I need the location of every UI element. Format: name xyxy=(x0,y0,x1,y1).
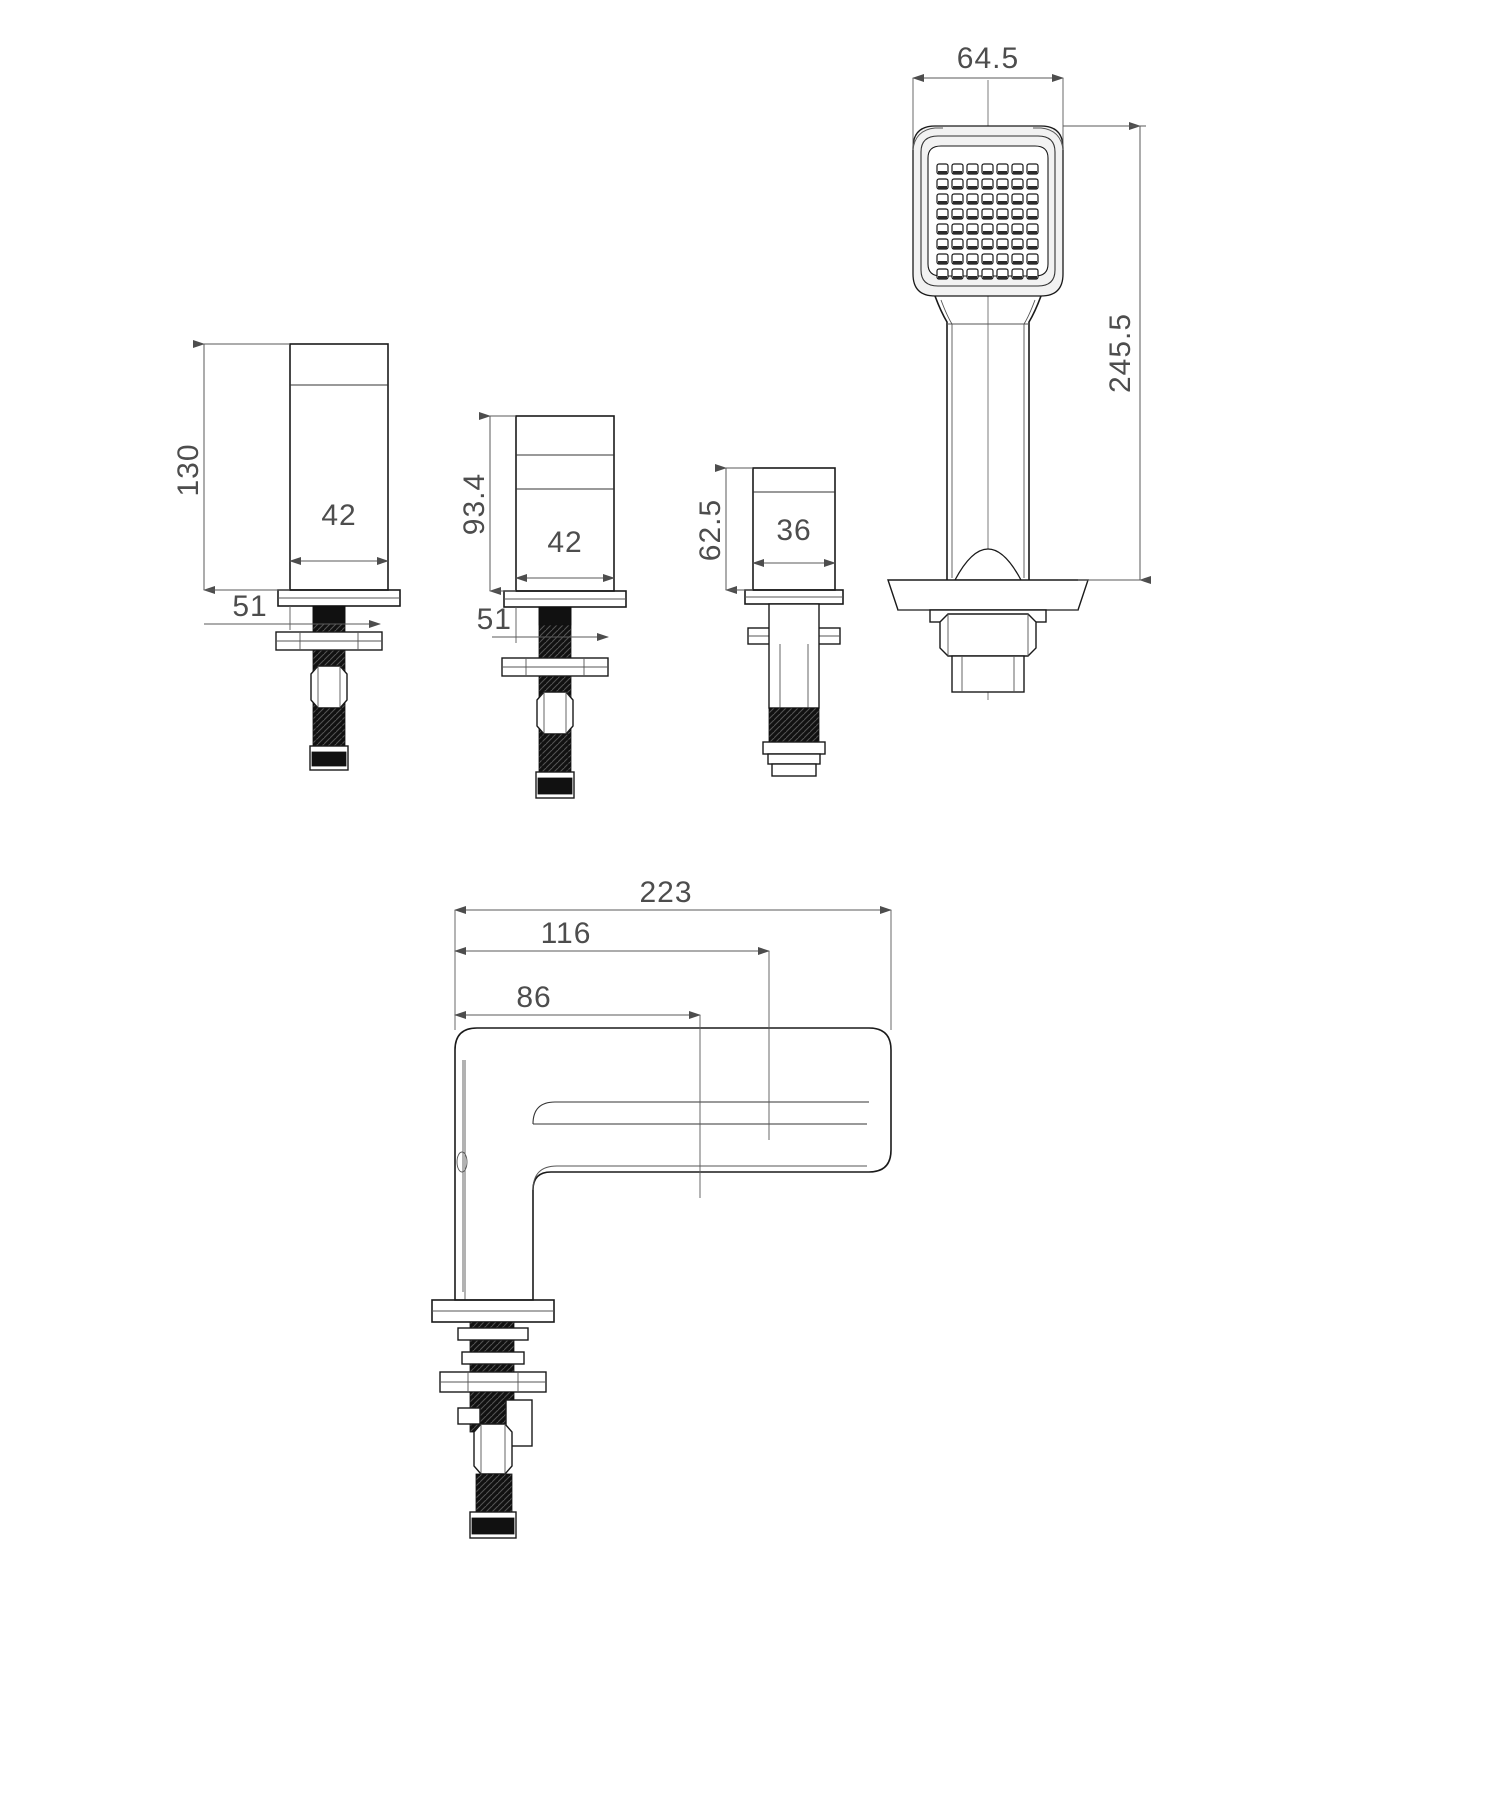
dim-86: 86 xyxy=(454,981,701,1198)
dim-64-5: 64.5 xyxy=(912,42,1064,150)
dim-245-5: 245.5 xyxy=(1063,122,1151,584)
dim-42-b-label: 42 xyxy=(547,526,582,559)
dim-42-a-label: 42 xyxy=(321,499,356,532)
dim-51-a-label: 51 xyxy=(232,590,267,623)
component-diverter: 62.5 36 xyxy=(694,464,844,777)
spout-body xyxy=(454,1027,892,1301)
dim-223: 223 xyxy=(454,876,892,1030)
dim-130: 130 xyxy=(172,340,290,594)
dim-62-5: 62.5 xyxy=(694,464,753,594)
dim-64-5-label: 64.5 xyxy=(957,42,1019,75)
dim-36-label: 36 xyxy=(776,514,811,547)
tall-handle-hex-nut xyxy=(310,665,348,709)
nozzle-row xyxy=(936,163,1039,280)
dim-116: 116 xyxy=(454,917,770,1140)
dim-86-label: 86 xyxy=(516,981,551,1014)
mid-handle-hex-nut xyxy=(536,691,574,735)
mid-handle-mount-plate xyxy=(501,657,609,677)
component-tall-handle: 130 42 51 xyxy=(172,340,401,771)
component-spout: 223 116 86 xyxy=(431,876,892,1539)
dim-51-b: 51 xyxy=(477,603,609,643)
dim-245-5-label: 245.5 xyxy=(1104,313,1137,393)
hand-shower-handle xyxy=(934,295,1042,580)
tall-handle-body xyxy=(277,343,401,607)
mid-handle-tail xyxy=(535,733,575,799)
tall-handle-mount-plate xyxy=(275,631,383,651)
dim-36: 36 xyxy=(752,514,836,567)
spout-mount-assembly xyxy=(431,1299,555,1539)
dim-223-label: 223 xyxy=(639,876,692,909)
hand-shower-base xyxy=(887,548,1089,693)
dim-93-4-label: 93.4 xyxy=(458,473,491,535)
diverter-stem xyxy=(762,603,826,777)
dim-62-5-label: 62.5 xyxy=(694,499,727,561)
component-hand-shower: 64.5 245.5 xyxy=(887,42,1151,700)
dim-93-4: 93.4 xyxy=(458,412,516,595)
tall-handle-tail xyxy=(309,707,349,771)
dim-130-label: 130 xyxy=(172,443,205,496)
hand-shower-nozzle-grid xyxy=(936,163,1039,280)
dim-42-b: 42 xyxy=(515,526,615,582)
dim-42-a: 42 xyxy=(289,499,389,565)
dim-51-a: 51 xyxy=(204,590,381,630)
dim-51-b-label: 51 xyxy=(477,603,512,636)
dim-116-label: 116 xyxy=(541,917,592,950)
component-mid-handle: 93.4 42 51 xyxy=(458,412,627,799)
